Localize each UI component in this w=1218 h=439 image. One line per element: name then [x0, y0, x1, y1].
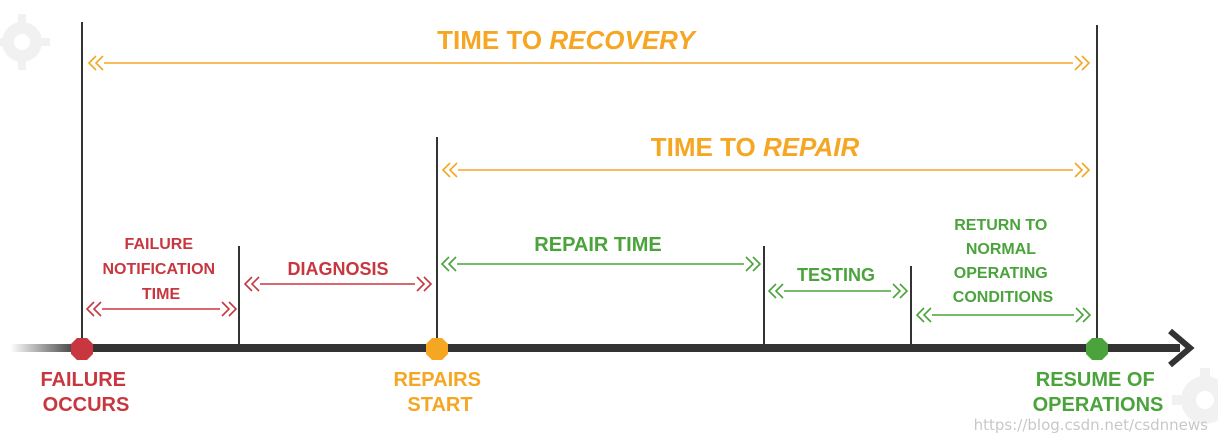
repair-time-label: REPAIR TIME [534, 234, 661, 256]
gear-icon [1172, 368, 1218, 424]
repairs-start-label: REPAIRS START [394, 369, 487, 416]
span-arrow-diagnosis [243, 276, 433, 292]
span-arrow-repair-time [440, 256, 762, 272]
repairs-start-marker [426, 338, 448, 360]
testing-label: TESTING [797, 265, 875, 285]
span-arrow-return-to-normal [915, 307, 1092, 323]
diagnosis-label: DIAGNOSIS [287, 259, 388, 279]
span-arrow-testing [767, 283, 909, 299]
return-to-normal-label: RETURN TO NORMAL OPERATING CONDITIONS [953, 217, 1054, 306]
time-to-recovery-label: TIME TO RECOVERY [437, 25, 697, 55]
timeline-axis [10, 344, 1180, 352]
resume-of-operations-label: RESUME OF OPERATIONS [1033, 369, 1164, 416]
timeline-axis-arrowhead [1168, 328, 1195, 368]
failure-notification-label: FAILURE NOTIFICATION TIME [102, 236, 219, 303]
time-to-repair-label: TIME TO REPAIR [651, 132, 860, 162]
resume-marker [1086, 338, 1108, 360]
span-arrow-notification [85, 301, 238, 317]
watermark-text: https://blog.csdn.net/csdnnews [974, 416, 1209, 434]
span-arrow-recovery [87, 55, 1091, 71]
span-arrow-repair [441, 162, 1091, 178]
failure-marker [71, 338, 93, 360]
failure-occurs-label: FAILURE OCCURS [40, 369, 131, 416]
gear-icon [0, 14, 50, 70]
